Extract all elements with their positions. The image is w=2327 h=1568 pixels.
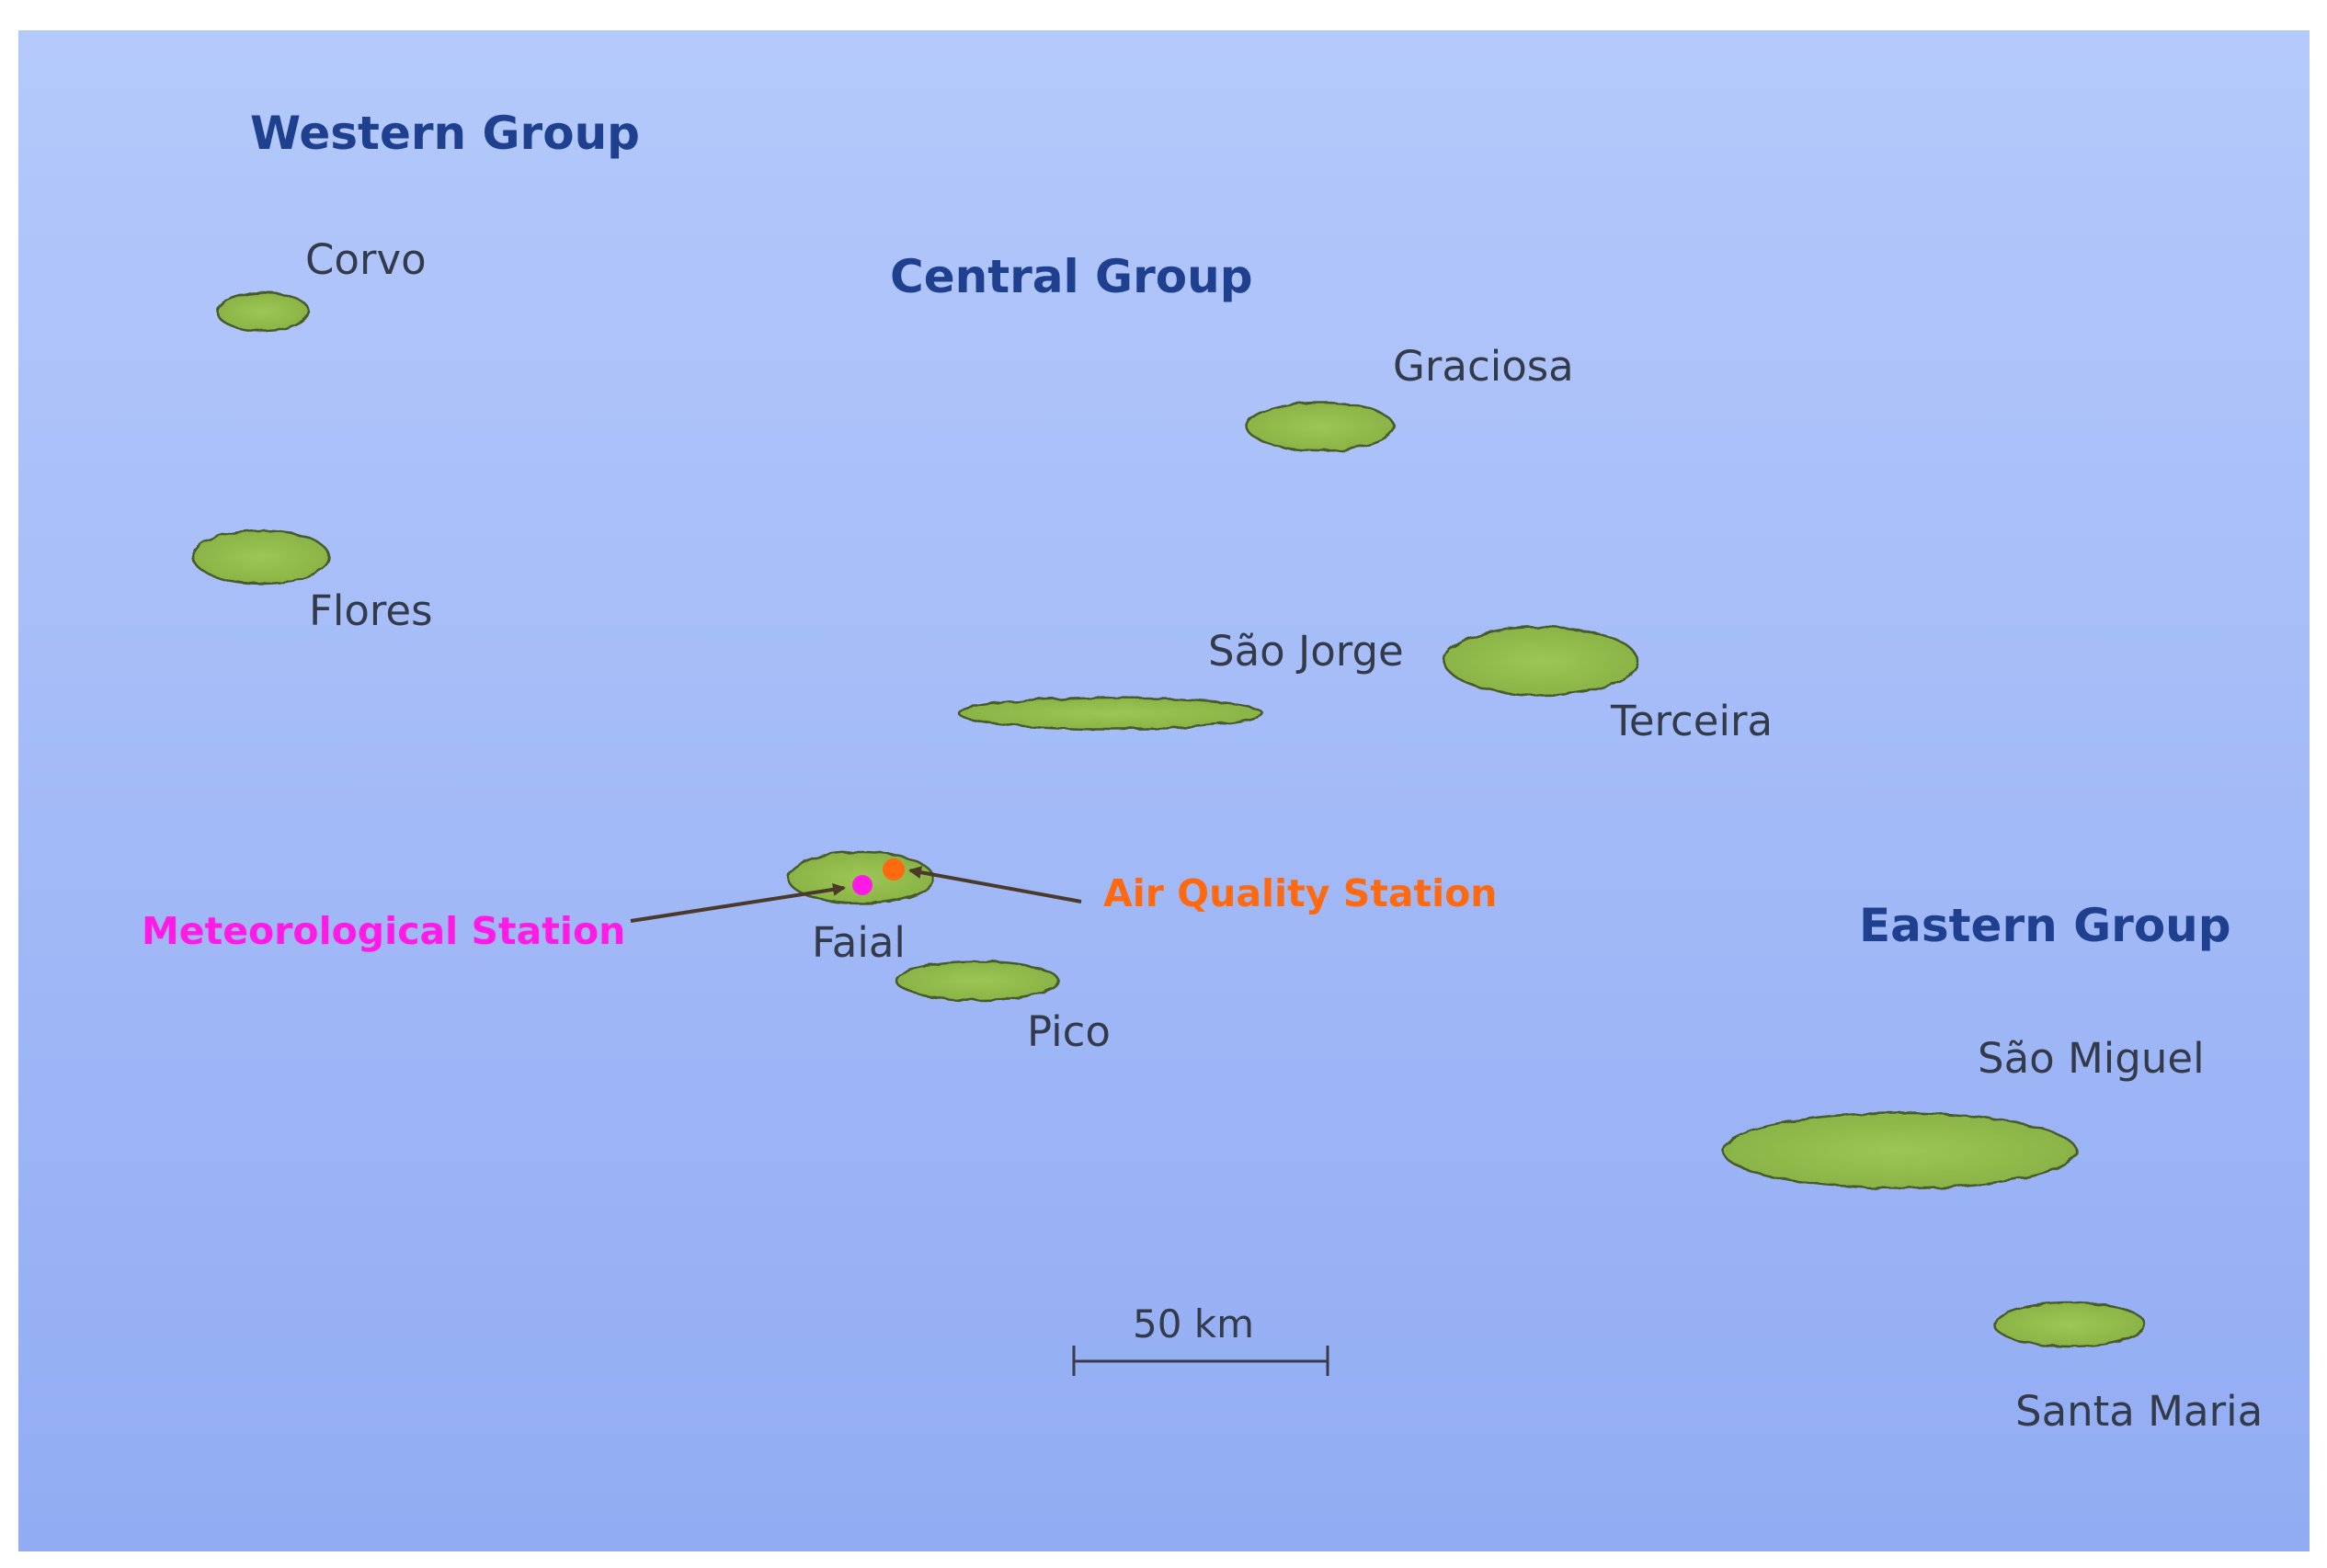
eastern-group-label: Eastern Group [1859,899,2231,952]
meteorological-station-marker [852,875,873,895]
label-terceira: Terceira [1610,697,1773,745]
label-sao-jorge: São Jorge [1208,627,1404,676]
label-faial: Faial [812,918,906,967]
meteorological-station-arrow [630,882,846,923]
central-group-label: Central Group [890,250,1252,303]
island-graciosa [1245,401,1396,452]
air-quality-station-label: Air Quality Station [1103,871,1498,915]
label-graciosa: Graciosa [1393,342,1574,391]
air-quality-station-arrow [908,866,1082,903]
ocean-background [18,30,2310,1551]
label-santa-maria: Santa Maria [2015,1387,2263,1436]
western-group-label: Western Group [250,107,640,160]
island-sao-miguel [1721,1111,2078,1190]
air-quality-station-marker [883,858,905,881]
scale-bar: 50 km [1072,1301,1329,1376]
label-flores: Flores [309,586,433,635]
island-corvo [215,290,311,333]
label-sao-miguel: São Miguel [1978,1034,2205,1083]
scale-bar-label: 50 km [1133,1301,1254,1346]
island-flores [191,528,331,585]
label-corvo: Corvo [305,235,427,284]
island-santa-maria [1992,1301,2147,1348]
island-pico [895,960,1060,1002]
label-pico: Pico [1027,1007,1111,1056]
island-sao-jorge [957,696,1264,731]
meteorological-station-label: Meteorological Station [142,909,625,953]
island-terceira [1443,625,1639,697]
